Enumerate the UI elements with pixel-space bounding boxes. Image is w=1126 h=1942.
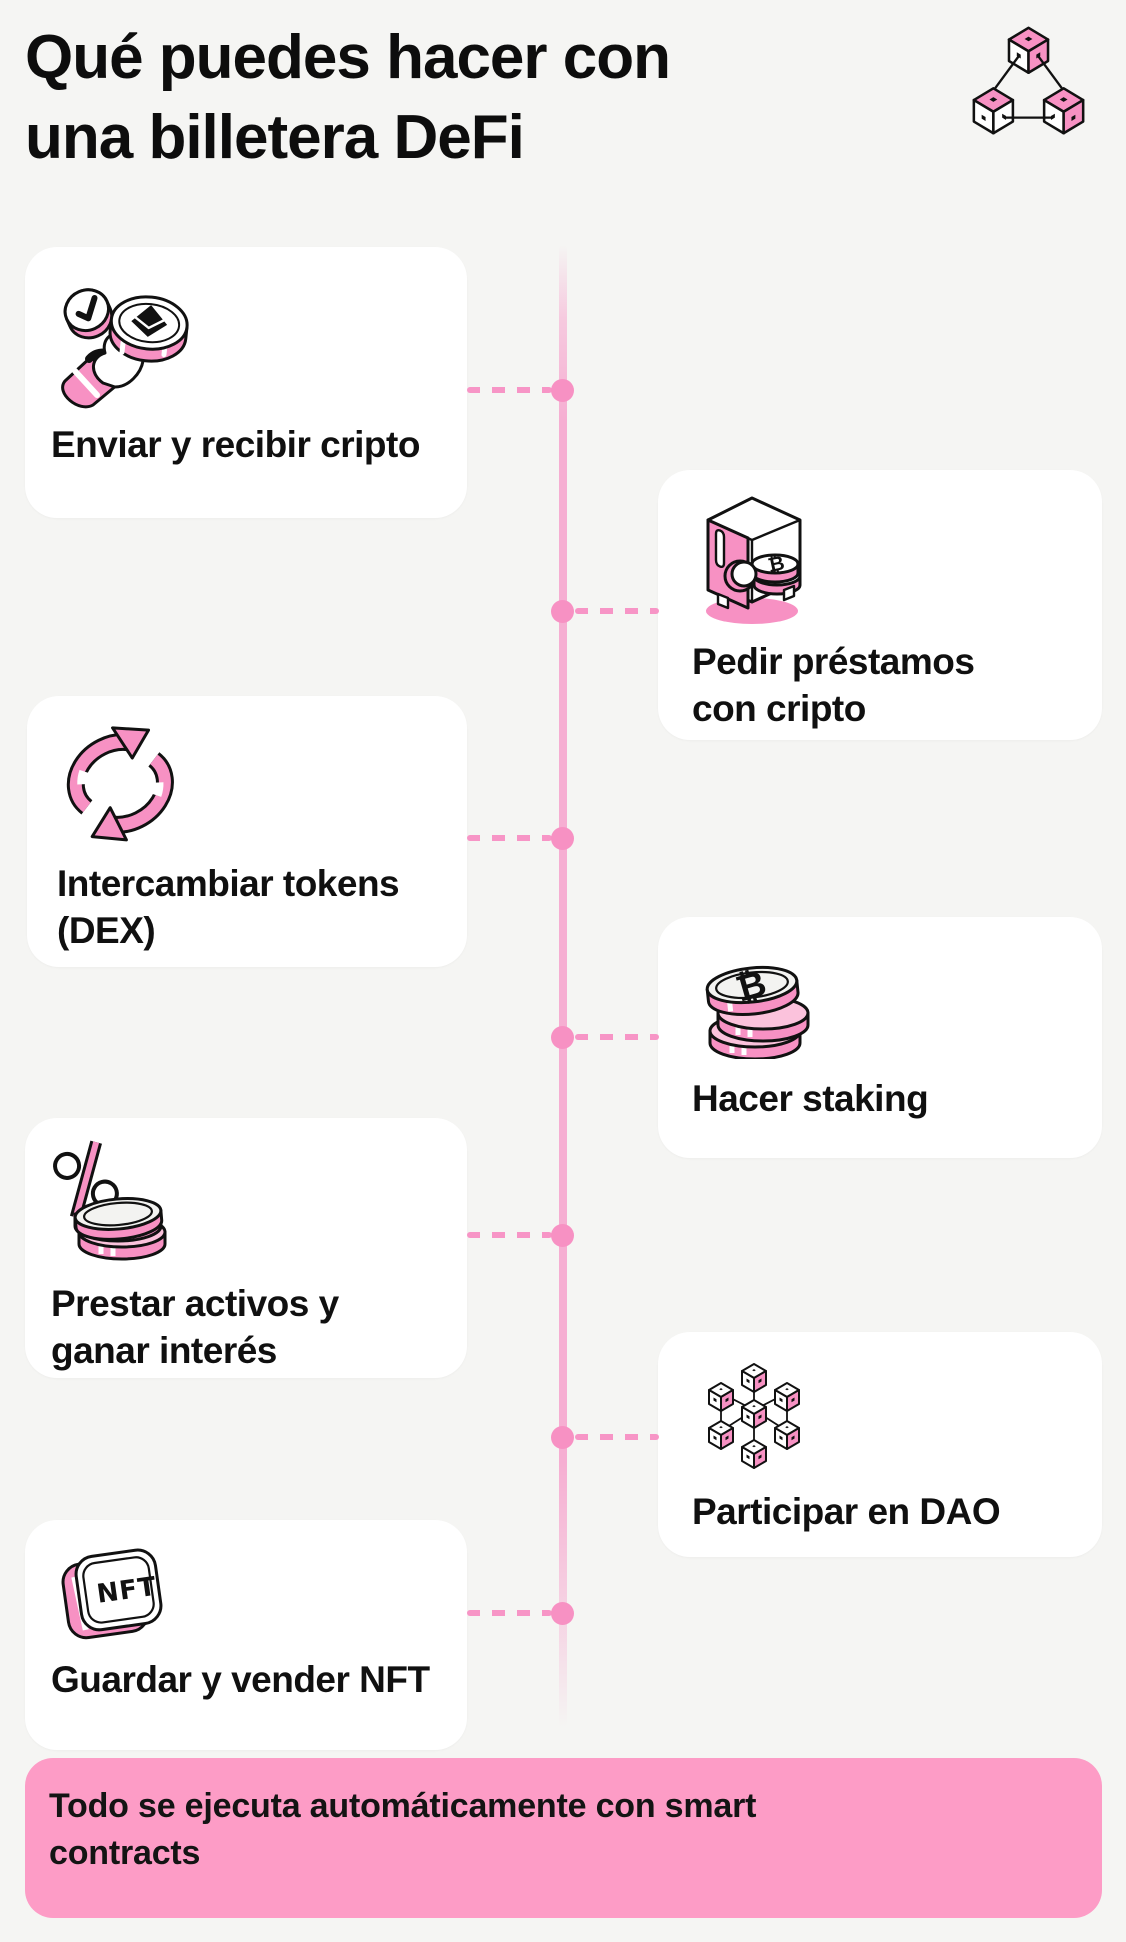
card-nft: NFT Guardar y vender NFT <box>25 1520 467 1750</box>
timeline-connector <box>467 1610 552 1616</box>
svg-text:₿: ₿ <box>766 550 787 577</box>
timeline-dot <box>551 1426 574 1449</box>
timeline-dot <box>551 600 574 623</box>
swap-arrows-icon <box>66 726 174 842</box>
card-label: Participar en DAO <box>692 1491 1001 1532</box>
timeline-connector <box>575 1434 659 1440</box>
coin-stack-icon: ₿ <box>705 963 810 1059</box>
timeline-connector <box>467 1232 552 1238</box>
timeline-dot <box>551 1026 574 1049</box>
card-label: Enviar y recibir cripto <box>51 424 420 465</box>
percent-coins-icon <box>53 1140 167 1261</box>
card-dao: Participar en DAO <box>658 1332 1102 1557</box>
banner-text: Todo se ejecuta automáticamente con smar… <box>49 1787 757 1872</box>
crypto-vault-icon: ₿ <box>706 496 802 624</box>
hand-coin-icon <box>61 288 189 409</box>
card-label: Intercambiar tokens (DEX) <box>57 863 400 952</box>
timeline-dot <box>551 1224 574 1247</box>
page-title: Qué puedes hacer con una billetera DeFi <box>25 23 671 172</box>
card-label: Prestar activos y ganar interés <box>51 1283 339 1372</box>
dao-cubes-icon <box>708 1363 800 1469</box>
card-label: Pedir préstamos con cripto <box>692 641 975 730</box>
card-label: Hacer staking <box>692 1078 929 1119</box>
timeline-dot <box>551 379 574 402</box>
timeline-dot <box>551 1602 574 1625</box>
timeline-connector <box>575 608 659 614</box>
timeline-connector <box>575 1034 659 1040</box>
timeline-line <box>559 245 567 1727</box>
nft-card-icon: NFT <box>61 1548 163 1640</box>
card-label: Guardar y vender NFT <box>51 1659 430 1700</box>
card-swap-tokens-dex: Intercambiar tokens (DEX) <box>27 696 467 967</box>
card-staking: ₿ Hacer staking <box>658 917 1102 1158</box>
timeline-connector <box>467 387 552 393</box>
blockchain-cubes-icon <box>972 26 1085 135</box>
card-borrow-with-crypto: ₿ Pedir préstamos con cripto <box>658 470 1102 740</box>
card-lend-assets: Prestar activos y ganar interés <box>25 1118 467 1378</box>
card-send-receive-crypto: Enviar y recibir cripto <box>25 247 467 518</box>
footer-banner: Todo se ejecuta automáticamente con smar… <box>25 1758 1102 1918</box>
timeline-dot <box>551 827 574 850</box>
timeline-connector <box>467 835 552 841</box>
